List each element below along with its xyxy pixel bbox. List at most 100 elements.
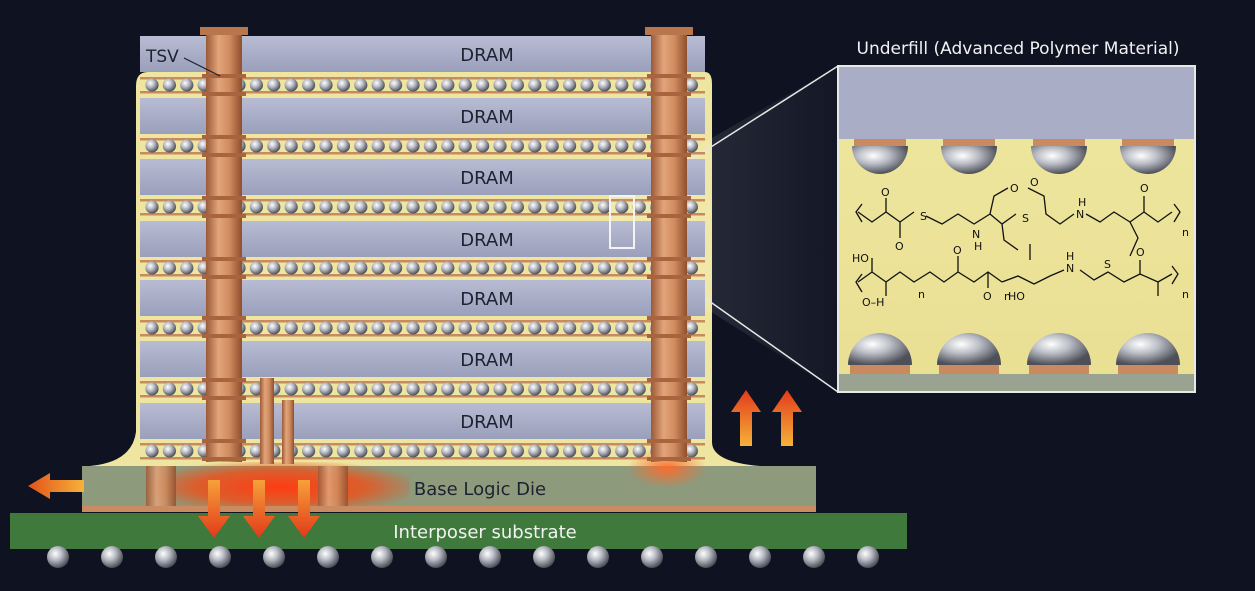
micro-bump [476,78,490,92]
micro-bump [528,139,542,153]
micro-bump [180,444,194,458]
micro-bump [180,200,194,214]
micro-bump [145,444,159,458]
base-logic-die-label: Base Logic Die [414,479,546,500]
micro-bump [632,261,646,275]
tsv-ring [647,316,691,320]
micro-bump [545,321,559,335]
micro-bump [458,382,472,396]
detail-bump-top [852,146,908,174]
atom-n1: N [972,228,980,241]
micro-bump [441,321,455,335]
micro-bump [528,200,542,214]
micro-bump [441,261,455,275]
micro-bump [406,139,420,153]
micro-bump [632,139,646,153]
micro-bump [267,261,281,275]
micro-bump [615,200,629,214]
micro-bump [249,139,263,153]
micro-bump [267,139,281,153]
micro-bump [319,261,333,275]
micro-bump [597,78,612,92]
micro-bump [284,321,298,335]
micro-bump [684,321,699,335]
base-die-heat [150,462,410,512]
micro-bump [302,200,316,214]
micro-bump [632,321,646,335]
micro-bump [545,444,559,458]
micro-bump [510,261,524,275]
tsv-ring [647,396,691,400]
micro-bump [319,444,333,458]
micro-bump [615,139,629,153]
micro-bump [354,139,368,153]
micro-bump [615,261,629,275]
solder-ball [641,546,663,568]
micro-bump [458,261,472,275]
heat-arrow-down-1 [198,480,230,538]
micro-bump [406,261,420,275]
micro-bump [145,139,159,153]
micro-bump [336,444,350,458]
atom-h2: H [1078,196,1086,209]
micro-bump [284,382,298,396]
solder-ball [47,546,69,568]
micro-bump [510,444,524,458]
micro-bump [423,321,437,335]
micro-bump [249,200,263,214]
micro-bump [180,261,194,275]
micro-bump [406,78,420,92]
micro-bump [336,78,350,92]
micro-bump [597,321,612,335]
micro-bump [354,321,368,335]
solder-ball [587,546,609,568]
heat-arrow-down-3 [288,480,320,538]
micro-bump [319,382,333,396]
micro-bump [458,139,472,153]
base-via-1 [146,466,176,506]
interposer-label: Interposer substrate [393,522,576,543]
micro-bump [389,261,403,275]
micro-bump [632,200,646,214]
micro-bump [580,261,594,275]
polymer-atom-labels: O O S N H O O S N H O n HO O–H n O O n H… [852,176,1189,309]
solder-ball [479,546,501,568]
detail-pad-top [1033,139,1085,146]
micro-bump [563,321,577,335]
micro-bump [476,261,490,275]
micro-bump [441,200,455,214]
micro-bump [580,321,594,335]
heat-arrow-up-2 [772,390,802,446]
atom-n2: N [1076,208,1084,221]
micro-bump [423,78,437,92]
micro-bump [528,78,542,92]
micro-bump [371,444,385,458]
tsv-ring [202,74,246,78]
bump-pad-bottom [140,152,705,155]
atom-o8: O [1136,246,1145,259]
micro-bump [180,321,194,335]
solder-ball [371,546,393,568]
micro-bump [597,261,612,275]
tsv-ring [202,396,246,400]
solder-ball [263,546,285,568]
atom-s2: S [1022,212,1029,225]
dram-label-4: DRAM [460,230,513,251]
micro-bump [371,261,385,275]
micro-bump [354,382,368,396]
micro-bump [493,200,507,214]
micro-bump [267,78,281,92]
tsv-ring [202,316,246,320]
bump-pad-bottom [140,334,705,337]
tsv-ring [202,439,246,443]
atom-ho2: HO [1008,290,1025,303]
sub-n1: n [1182,226,1189,239]
dram-label-3: DRAM [460,168,513,189]
tsv-ring [202,135,246,139]
micro-bump [441,78,455,92]
micro-bump [528,382,542,396]
solder-ball [803,546,825,568]
detail-bump-bottom [1027,333,1091,365]
micro-bump [580,200,594,214]
